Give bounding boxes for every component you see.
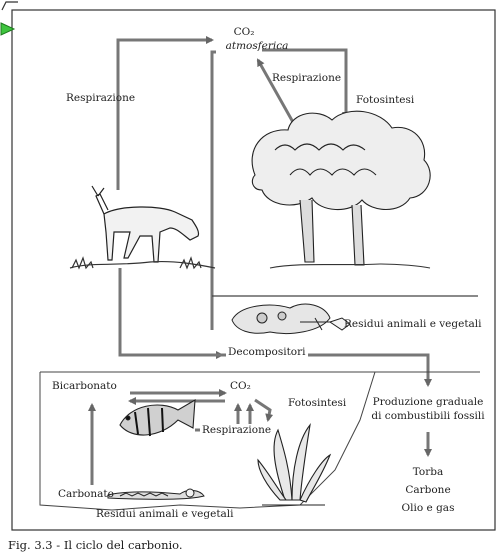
- label-photosynthesis-water: Fotosintesi: [288, 397, 346, 409]
- label-atmosferica: atmosferica: [222, 40, 292, 52]
- fish-illustration: [120, 400, 195, 436]
- label-photosynthesis-tree: Fotosintesi: [356, 94, 414, 106]
- arrow-atmos-down: [212, 52, 216, 330]
- label-residues-top: Residui animali e vegetali: [344, 318, 482, 330]
- trees-illustration: [252, 111, 430, 268]
- label-residues-bottom: Residui animali e vegetali: [96, 508, 234, 520]
- label-co2-atmospheric: CO₂: [229, 26, 259, 38]
- label-co2-water: CO₂: [230, 380, 251, 392]
- label-respiration-deer: Respirazione: [66, 92, 135, 104]
- arrow-tree-photosynthesis: [262, 50, 346, 118]
- label-bicarbonate: Bicarbonato: [52, 380, 117, 392]
- label-respiration-water: Respirazione: [200, 424, 273, 436]
- label-decomposers: Decompositori: [226, 346, 308, 358]
- arrow-deer-down: [120, 268, 222, 355]
- label-fossil-fuels: di combustibili fossili: [362, 410, 494, 422]
- figure-border: [12, 10, 495, 530]
- water-plant-illustration: [258, 425, 330, 505]
- cursor-pointer-icon: [0, 22, 16, 36]
- bottom-residues-illustration: [108, 489, 204, 499]
- arrow-deer-respiration: [118, 40, 212, 190]
- label-torba: Torba: [398, 466, 458, 478]
- deer-illustration: [70, 186, 215, 268]
- label-gradual-production: Produzione graduale: [368, 396, 488, 408]
- arrow-water-photosynthesis: [255, 400, 270, 420]
- figure-caption: Fig. 3.3 - Il ciclo del carbonio.: [8, 538, 183, 552]
- decomposers-illustration: [232, 304, 350, 333]
- label-oil-gas: Olio e gas: [392, 502, 464, 514]
- label-respiration-tree: Respirazione: [272, 72, 341, 84]
- label-carbone: Carbone: [398, 484, 458, 496]
- window-corner-icon: [0, 0, 24, 14]
- label-carbonate: Carbonato: [58, 488, 114, 500]
